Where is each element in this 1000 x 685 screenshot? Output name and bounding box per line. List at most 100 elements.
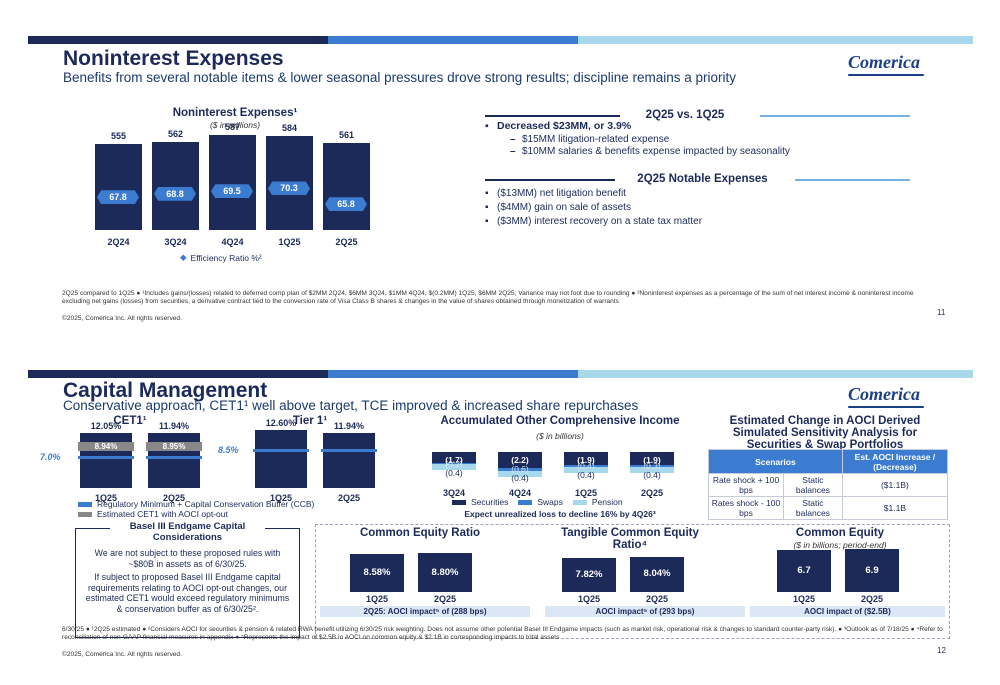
sub-bullet: –$10MM salaries & benefits expense impac…: [510, 146, 790, 157]
chart-title: Noninterest Expenses¹: [172, 107, 298, 119]
ratio-bar: [418, 553, 472, 592]
aoci-swaps-label: (0.6): [511, 463, 529, 474]
legend-aoci-optout: Estimated CET1 with AOCI opt-out: [78, 509, 228, 519]
category-label: 1Q25: [94, 493, 118, 503]
expense-bar: [209, 135, 256, 230]
ratio-bar: [630, 556, 684, 592]
category-label: 1Q25: [278, 237, 301, 247]
table-header-row: Scenarios Est. AOCI Increase / (Decrease…: [708, 449, 949, 474]
aoci-optout-marker: 8.94%: [78, 441, 134, 451]
table-row: Rate shock + 100 bps Static balances ($1…: [707, 473, 949, 497]
expense-value-label: 561: [338, 129, 355, 140]
regulatory-min-line: [78, 455, 134, 459]
divider-line: [485, 179, 615, 181]
aoci-swaps-label: (0.2): [445, 459, 463, 470]
copyright: ©2025, Comerica Inc. All rights reserved…: [62, 315, 182, 322]
aoci-swaps-segment: [498, 467, 542, 472]
basel-p1: We are not subject to these proposed rul…: [94, 548, 281, 569]
cet1-title: CET1¹: [113, 415, 147, 427]
footnote: 2Q25 compared to 1Q25 ● ¹Includes gains/…: [62, 290, 914, 305]
aoci-swaps-segment: [630, 465, 674, 467]
regulatory-min-line: [146, 455, 202, 459]
aoci-securities-segment: [498, 452, 542, 468]
aoci-title: Accumulated Other Comprehensive Income: [440, 415, 680, 427]
efficiency-ratio-label: 65.8: [325, 197, 367, 212]
ratio-value-label: 7.82%: [575, 568, 603, 580]
table-row: Rates shock - 100 bps Static balances $1…: [707, 496, 949, 520]
efficiency-ratio-label: 69.5: [211, 184, 253, 199]
swatch-securities: [452, 499, 466, 505]
category-label: 3Q24: [164, 237, 187, 247]
aoci-total-label: (1.9): [577, 455, 595, 465]
ratio-bar: [562, 557, 616, 592]
aoci-legend: Securities Swaps Pension: [452, 497, 623, 507]
ce-title: Common Equity: [795, 527, 885, 539]
swatch-gray: [78, 511, 92, 517]
category-label: 2Q25: [433, 594, 457, 604]
aoci-pension-segment: [498, 471, 542, 478]
aoci-swaps-segment: [564, 465, 608, 468]
efficiency-ratio-label: 68.8: [154, 186, 196, 201]
aoci-swaps-segment: [432, 463, 476, 465]
category-label: 1Q25: [577, 594, 601, 604]
ratio-value-label: 6.7: [797, 565, 811, 577]
ratio-bar: [350, 554, 404, 592]
category-label: 2Q25: [640, 488, 664, 498]
capital-bar: [323, 433, 375, 488]
category-label: 2Q25: [335, 237, 358, 247]
category-label: 2Q24: [107, 237, 130, 247]
aoci-pension-label: (0.4): [577, 470, 595, 481]
header-scenarios: Scenarios: [708, 449, 843, 474]
chart-legend: ◆ Efficiency Ratio %²: [180, 252, 262, 263]
header-stripe: [28, 36, 973, 44]
comerica-logo: Comerica: [848, 52, 924, 76]
capital-value-label: 12.60%: [265, 418, 297, 429]
category-label: 2Q25: [337, 493, 361, 503]
ratio-value-label: 8.58%: [363, 567, 391, 579]
ce-aoci-band: AOCI impact of ($2.5B): [750, 606, 945, 617]
bullet-main: ▪Decreased $23MM, or 3.9%: [485, 120, 632, 132]
divider-line: [485, 115, 620, 117]
swatch-blue: [78, 501, 92, 507]
legend-regulatory: Regulatory Minimum + Capital Conservatio…: [78, 499, 314, 509]
category-label: 2Q25: [162, 493, 186, 503]
expense-value-label: 584: [281, 123, 298, 134]
aoci-pension-label: (0.4): [445, 468, 463, 479]
ratio-value-label: 8.80%: [431, 566, 459, 578]
capital-value-label: 11.94%: [333, 421, 365, 432]
aoci-optout-marker: 8.95%: [146, 441, 202, 451]
category-label: 4Q24: [221, 237, 244, 247]
category-label: 1Q25: [792, 594, 816, 604]
category-label: 3Q24: [442, 488, 466, 498]
capital-value-label: 12.05%: [90, 420, 122, 431]
sub-bullet: –$15MM litigation-related expense: [510, 134, 670, 145]
aoci-subtitle: ($ in billions): [536, 431, 584, 441]
expense-bar: [323, 142, 370, 230]
reference-label: 8.5%: [218, 444, 239, 455]
aoci-securities-segment: [564, 452, 608, 466]
divider-line: [760, 115, 910, 117]
reference-label: 7.0%: [40, 451, 61, 462]
aoci-securities-segment: [630, 452, 674, 466]
section-head-notable: 2Q25 Notable Expenses: [637, 173, 768, 185]
page-subtitle: Conservative approach, CET1¹ well above …: [63, 398, 639, 413]
aoci-total-label: (1.7): [445, 455, 463, 465]
capital-bar: [80, 432, 132, 488]
copyright: ©2025, Comerica Inc. All rights reserved…: [62, 651, 182, 658]
tce-title: Tangible Common Equity Ratio⁴: [561, 527, 699, 551]
category-label: 1Q25: [269, 493, 293, 503]
ce-subtitle: ($ in billions; period-end): [793, 540, 887, 550]
tce-aoci-band: AOCI impact⁵ of (293 bps): [545, 606, 745, 617]
ratio-value-label: 8.04%: [643, 568, 671, 580]
slide-noninterest-expenses: Noninterest Expenses Benefits from sever…: [0, 30, 1000, 350]
bullet: ▪($3MM) interest recovery on a state tax…: [485, 216, 703, 227]
divider-line: [795, 179, 910, 181]
expense-bar: [95, 144, 142, 230]
aoci-pension-segment: [432, 464, 476, 471]
aoci-pension-segment: [630, 466, 674, 473]
category-label: 2Q25: [860, 594, 884, 604]
expense-value-label: 555: [110, 131, 127, 142]
aoci-total-label: (1.9): [643, 455, 661, 465]
swatch-pension: [572, 499, 587, 505]
efficiency-ratio-label: 67.8: [97, 190, 139, 205]
